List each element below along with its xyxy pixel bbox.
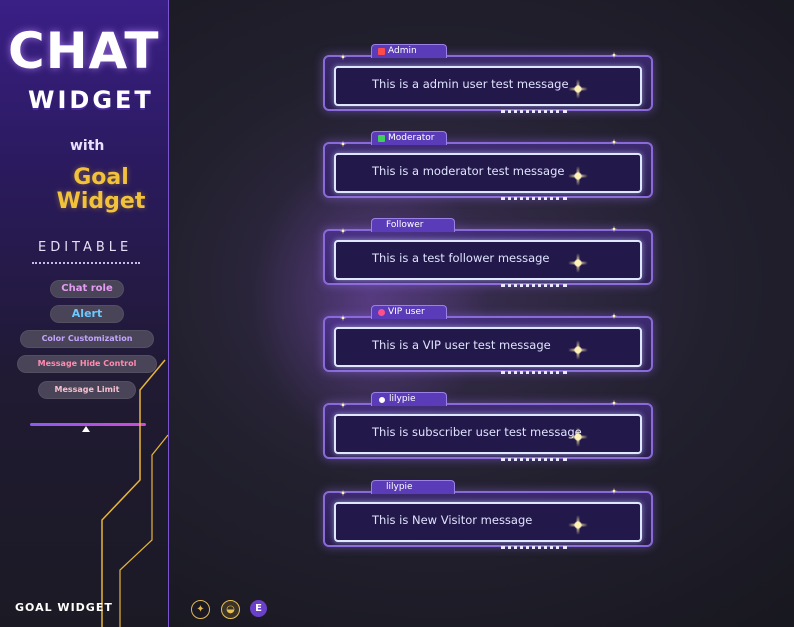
sparkle-icon (568, 340, 588, 360)
message-box: This is a test follower message (334, 240, 642, 280)
sparkle-icon (568, 253, 588, 273)
chat-message: This is a VIP user test message VIP user (323, 305, 653, 374)
background-glow (250, 150, 490, 450)
goal-line1: Goal (73, 165, 129, 190)
sparkle-icon (339, 401, 347, 409)
message-frame: This is New Visitor message (323, 491, 653, 547)
message-text: This is a VIP user test message (372, 338, 551, 352)
sparkle-icon (610, 225, 618, 233)
sparkle-icon (339, 140, 347, 148)
promo-sidebar: CHAT WIDGET with Goal Widget EDITABLE Ch… (0, 0, 169, 627)
sparkle-icon (339, 489, 347, 497)
chat-message: This is a admin user test message Admin (323, 44, 653, 113)
decorative-lines (101, 359, 168, 627)
role-tab: Admin (371, 44, 447, 58)
message-frame: This is a admin user test message (323, 55, 653, 111)
role-tab: lilypie (371, 392, 447, 406)
role-tab: lilypie (371, 480, 455, 494)
message-frame: This is a moderator test message (323, 142, 653, 198)
dots-divider (501, 110, 567, 113)
sparkle-icon (568, 79, 588, 99)
dots-divider (501, 197, 567, 200)
chat-message: This is a moderator test message Moderat… (323, 131, 653, 200)
message-text: This is subscriber user test message (372, 425, 582, 439)
message-box: This is subscriber user test message (334, 414, 642, 454)
moderator-badge-icon (378, 135, 385, 142)
editable-divider (32, 262, 140, 264)
role-label: Admin (388, 46, 417, 56)
goal-line2: Widget (56, 189, 146, 214)
chat-message: This is subscriber user test message lil… (323, 392, 653, 461)
role-tab: VIP user (371, 305, 447, 319)
sparkle-icon (339, 227, 347, 235)
subscriber-badge-icon (378, 395, 386, 404)
message-frame: This is subscriber user test message (323, 403, 653, 459)
role-tab: Follower (371, 218, 455, 232)
sparkle-icon (610, 312, 618, 320)
role-label: Follower (386, 220, 424, 230)
dots-divider (501, 284, 567, 287)
streamlabs-icon: ◒ (221, 600, 240, 619)
sparkle-icon (568, 515, 588, 535)
goal-widget-footer: GOAL WIDGET (15, 601, 113, 614)
feature-message-limit: Message Limit (38, 381, 136, 399)
message-text: This is a admin user test message (372, 77, 569, 91)
message-box: This is a moderator test message (334, 153, 642, 193)
chat-message: This is a test follower message Follower (323, 218, 653, 287)
limit-slider-track (30, 423, 146, 426)
sparkle-icon (339, 314, 347, 322)
feature-chat-role: Chat role (50, 280, 124, 298)
goal-widget-title: Goal Widget (46, 166, 156, 214)
sparkle-icon (610, 51, 618, 59)
feature-alert: Alert (50, 305, 124, 323)
limit-slider-handle (82, 426, 90, 432)
dots-divider (501, 546, 567, 549)
admin-badge-icon (378, 48, 385, 55)
title-chat: CHAT (8, 22, 160, 80)
sparkle-icon (610, 399, 618, 407)
sparkle-icon (339, 53, 347, 61)
role-label: lilypie (386, 482, 413, 492)
vip-badge-icon (378, 309, 385, 316)
title-widget: WIDGET (28, 86, 154, 114)
message-text: This is a moderator test message (372, 164, 565, 178)
streamelements-icon: ✦ (191, 600, 210, 619)
sparkle-icon (568, 166, 588, 186)
role-label: VIP user (388, 307, 425, 317)
feature-color-customization: Color Customization (20, 330, 154, 348)
sparkle-icon (610, 138, 618, 146)
message-box: This is New Visitor message (334, 502, 642, 542)
sparkle-icon (568, 427, 588, 447)
message-box: This is a VIP user test message (334, 327, 642, 367)
sparkle-icon (610, 487, 618, 495)
role-label: Moderator (388, 133, 435, 143)
editable-label: EDITABLE (38, 240, 133, 255)
message-frame: This is a VIP user test message (323, 316, 653, 372)
message-text: This is New Visitor message (372, 513, 533, 527)
message-text: This is a test follower message (372, 251, 550, 265)
dots-divider (501, 458, 567, 461)
chat-message: This is New Visitor message lilypie (323, 480, 653, 549)
message-frame: This is a test follower message (323, 229, 653, 285)
title-with: with (70, 138, 105, 154)
role-tab: Moderator (371, 131, 447, 145)
feature-message-hide-control: Message Hide Control (17, 355, 157, 373)
dots-divider (501, 371, 567, 374)
message-box: This is a admin user test message (334, 66, 642, 106)
role-label: lilypie (389, 394, 416, 404)
e-icon: E (250, 600, 267, 617)
